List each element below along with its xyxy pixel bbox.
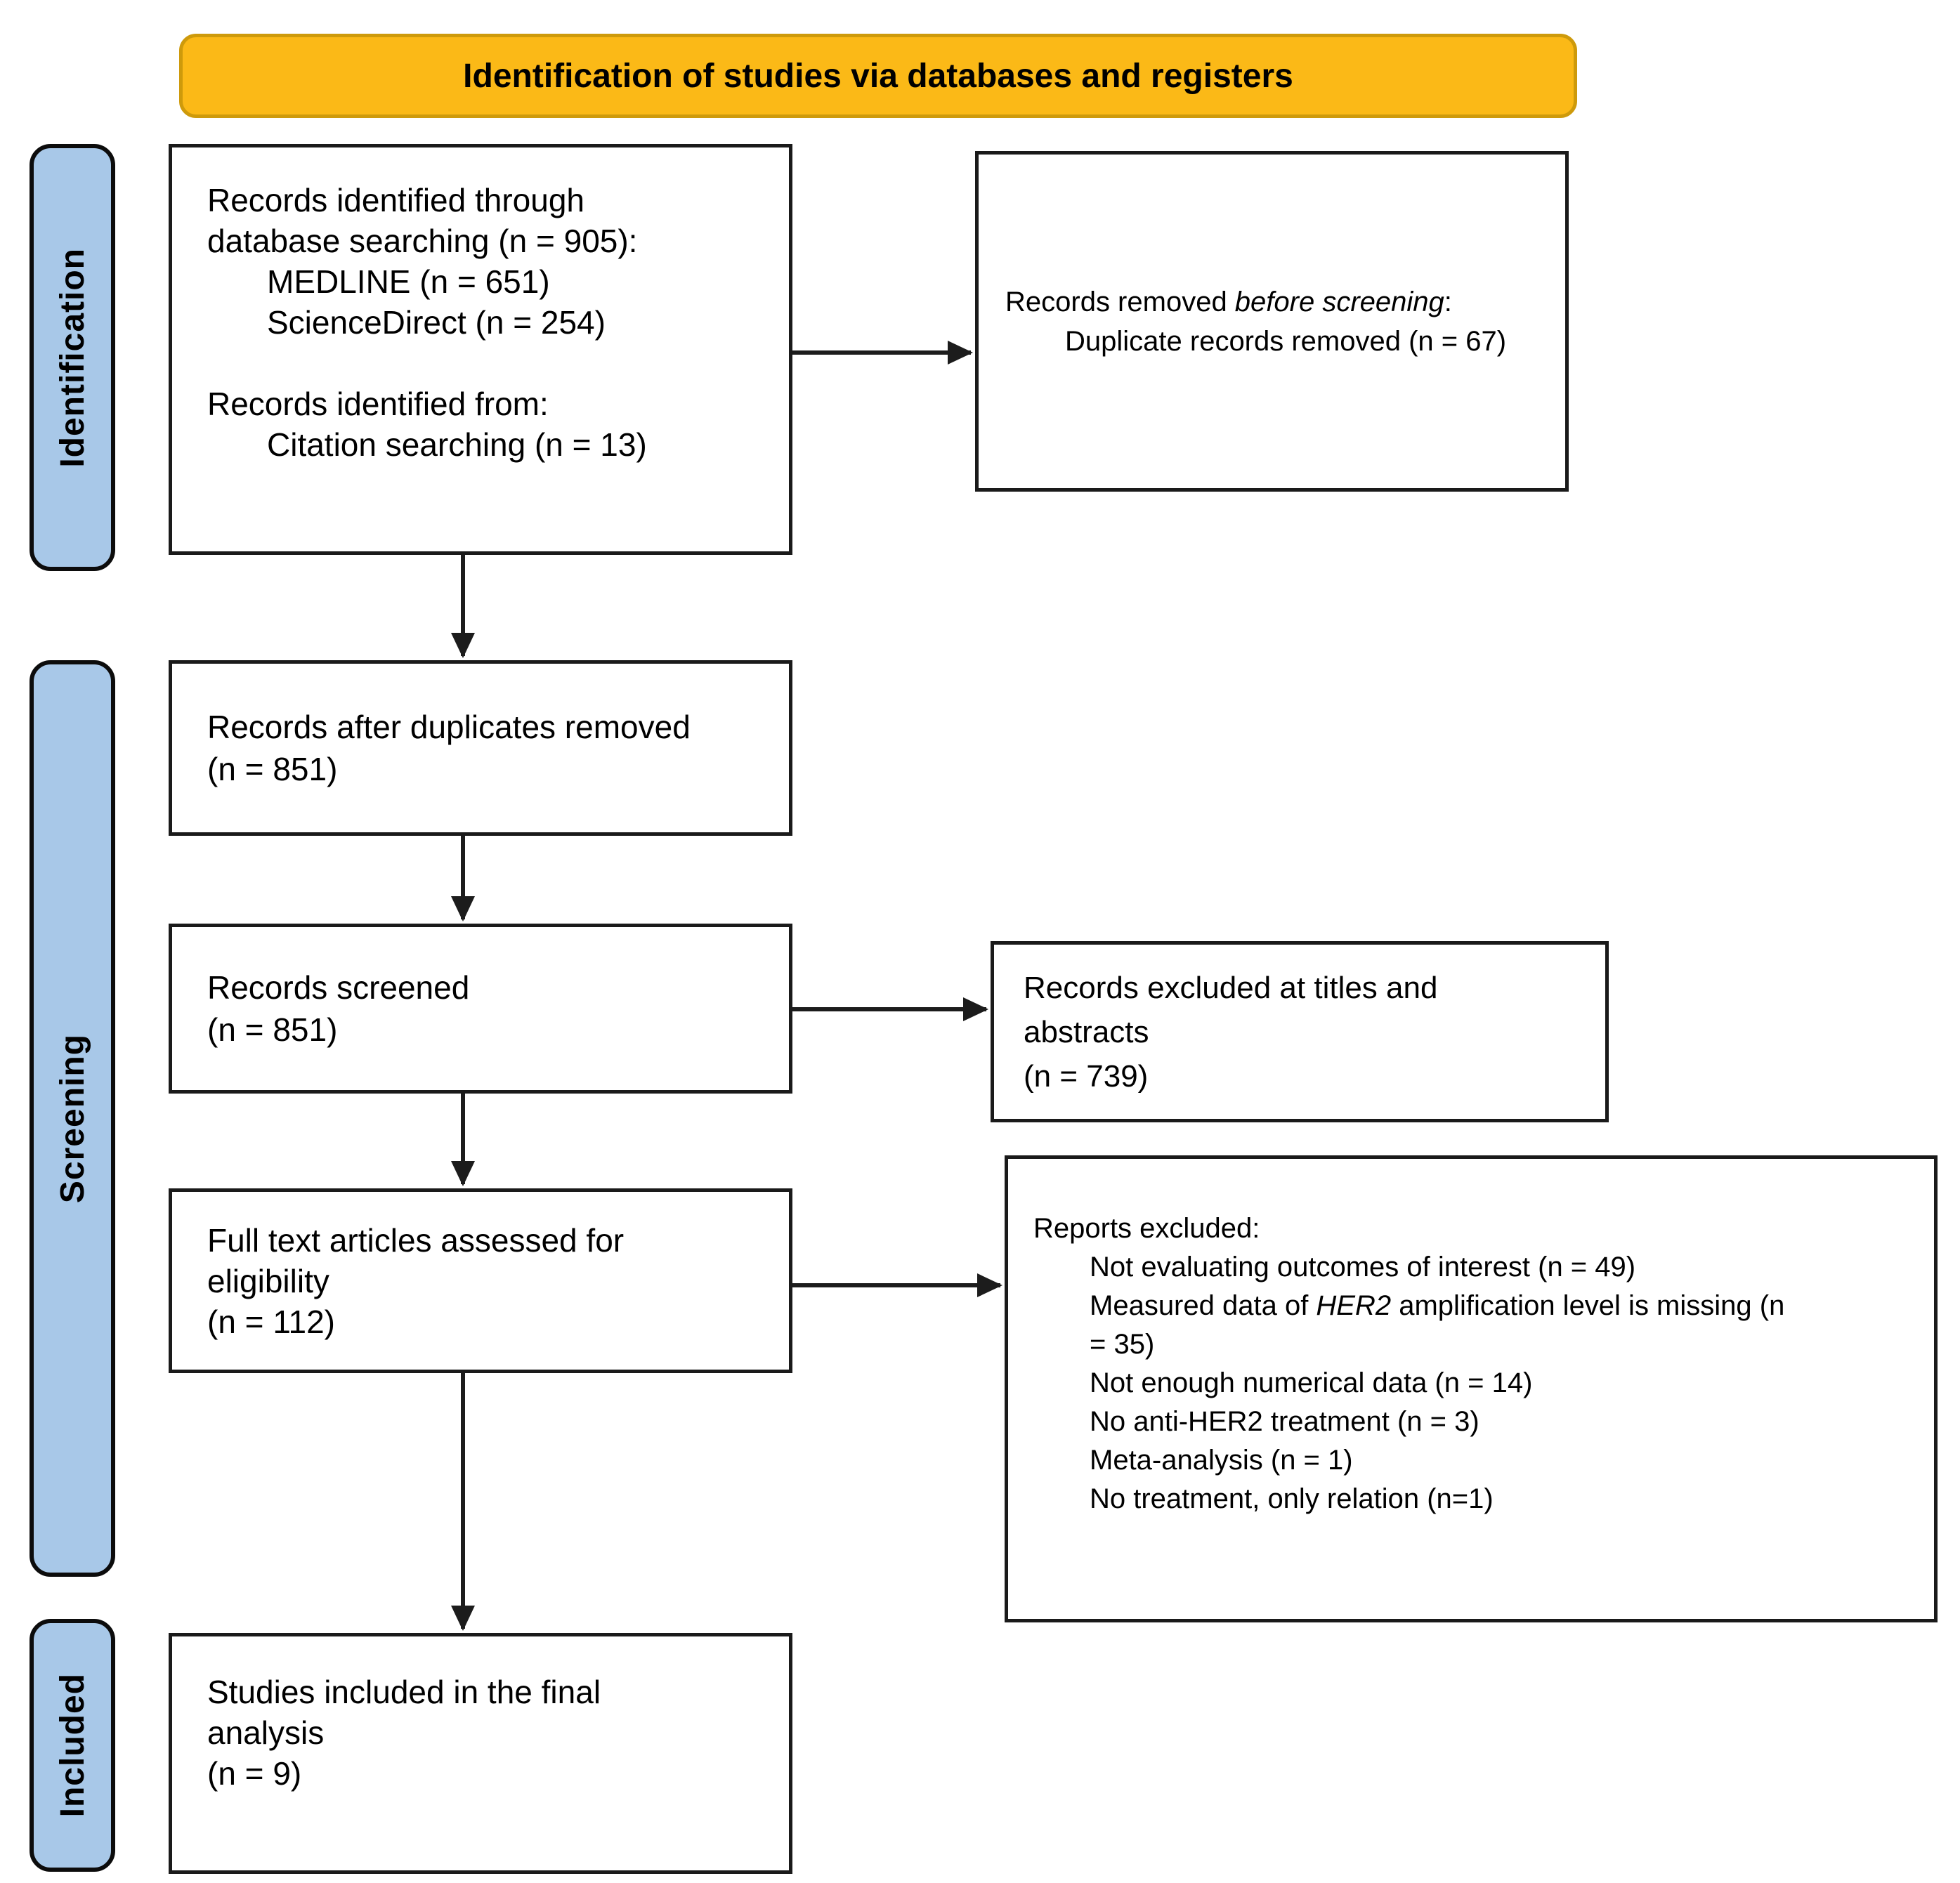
- box-line: (n = 9): [207, 1755, 302, 1792]
- box-line-segment: amplification level is missing (n: [1391, 1290, 1785, 1321]
- box-line: Meta-analysis (n = 1): [1090, 1445, 1353, 1476]
- box-line-segment: Measured data of: [1090, 1290, 1317, 1321]
- box-line-segment: Records removed: [1005, 286, 1235, 317]
- box-line: Full text articles assessed for: [207, 1221, 625, 1259]
- box-line: (n = 851): [207, 751, 338, 787]
- box-line: Not enough numerical data (n = 14): [1090, 1367, 1533, 1398]
- box-studies-included: Studies included in the final analysis (…: [169, 1633, 792, 1874]
- box-line: Records identified from:: [207, 386, 549, 422]
- banner: Identification of studies via databases …: [179, 34, 1577, 118]
- box-line: (n = 851): [207, 1011, 338, 1048]
- box-reports-excluded: Reports excluded: Not evaluating outcome…: [1005, 1155, 1938, 1622]
- box-records-excluded: Records excluded at titles and abstracts…: [991, 941, 1609, 1122]
- box-line: Records removed before screening:: [1005, 282, 1558, 322]
- arrow-full-text-to-included: [461, 1373, 465, 1629]
- box-full-text-assessed: Full text articles assessed for eligibil…: [169, 1188, 792, 1373]
- box-line: database searching (n = 905):: [207, 223, 638, 259]
- box-records-screened: Records screened (n = 851): [169, 924, 792, 1094]
- stage-screening-label: Screening: [53, 1033, 91, 1204]
- box-records-identified: Records identified through database sear…: [169, 144, 792, 555]
- box-line: MEDLINE (n = 651): [267, 263, 550, 300]
- box-line: No treatment, only relation (n=1): [1090, 1483, 1494, 1514]
- box-line: Citation searching (n = 13): [267, 426, 647, 463]
- box-line: Not evaluating outcomes of interest (n =…: [1090, 1252, 1636, 1282]
- box-line: Studies included in the final: [207, 1674, 601, 1710]
- box-records-after-duplicates: Records after duplicates removed (n = 85…: [169, 660, 792, 836]
- box-line: Records identified through: [207, 182, 584, 218]
- arrow-screened-to-full-text: [461, 1094, 465, 1184]
- box-line: Duplicate records removed (n = 67): [1065, 325, 1507, 357]
- box-line: = 35): [1090, 1329, 1155, 1360]
- box-line: Records after duplicates removed: [207, 709, 691, 745]
- box-line: (n = 739): [1024, 1058, 1149, 1094]
- stage-included: Included: [30, 1619, 115, 1872]
- box-records-removed: Records removed before screening: Duplic…: [975, 151, 1569, 492]
- arrow-screened-to-excluded: [792, 1007, 986, 1011]
- stage-identification-label: Identification: [53, 247, 91, 468]
- box-line: Records excluded at titles and: [1024, 970, 1438, 1005]
- box-line: Records screened: [207, 969, 470, 1006]
- banner-title: Identification of studies via databases …: [463, 57, 1293, 95]
- box-line: eligibility: [207, 1262, 329, 1299]
- box-line-segment-italic: before screening: [1234, 286, 1444, 317]
- box-line: No anti-HER2 treatment (n = 3): [1090, 1406, 1479, 1437]
- box-line-segment: :: [1444, 286, 1452, 317]
- arrow-full-text-to-reports-excluded: [792, 1283, 1000, 1287]
- stage-identification: Identification: [30, 144, 115, 571]
- box-line: analysis: [207, 1714, 325, 1751]
- arrow-identified-to-removed: [792, 350, 971, 355]
- box-line-segment-italic: HER2: [1316, 1290, 1392, 1321]
- stage-screening: Screening: [30, 660, 115, 1577]
- box-line: Reports excluded:: [1033, 1213, 1260, 1244]
- box-line: (n = 112): [207, 1303, 335, 1340]
- box-line: abstracts: [1024, 1014, 1149, 1049]
- box-line: ScienceDirect (n = 254): [267, 304, 606, 341]
- arrow-identified-to-after-duplicates: [461, 555, 465, 656]
- box-line: Measured data of HER2 amplification leve…: [1033, 1287, 1928, 1325]
- stage-included-label: Included: [53, 1673, 91, 1818]
- arrow-after-duplicates-to-screened: [461, 836, 465, 919]
